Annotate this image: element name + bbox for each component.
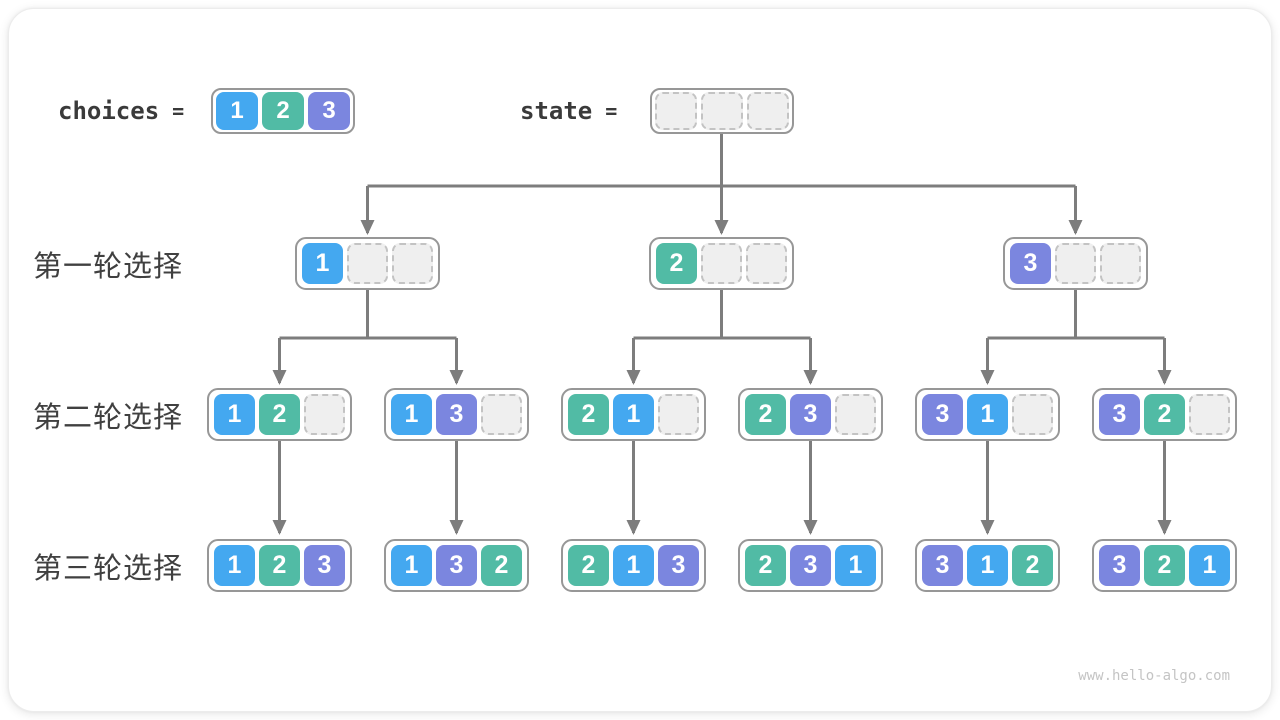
state-node: 2 bbox=[649, 237, 794, 290]
value-cell-2: 2 bbox=[1012, 545, 1053, 586]
value-cell-1: 1 bbox=[391, 545, 432, 586]
value-cell-1: 1 bbox=[613, 545, 654, 586]
value-cell-1: 1 bbox=[391, 394, 432, 435]
choices-label-group: choices = bbox=[58, 88, 184, 134]
value-cell-2: 2 bbox=[481, 545, 522, 586]
empty-cell bbox=[1055, 243, 1096, 284]
value-cell-1: 1 bbox=[967, 394, 1008, 435]
value-cell-3: 3 bbox=[436, 394, 477, 435]
value-cell-2: 2 bbox=[262, 92, 304, 130]
value-cell-3: 3 bbox=[304, 545, 345, 586]
row-label-round-2: 第二轮选择 bbox=[33, 402, 184, 434]
value-cell-2: 2 bbox=[568, 545, 609, 586]
value-cell-3: 3 bbox=[922, 545, 963, 586]
value-cell-2: 2 bbox=[568, 394, 609, 435]
value-cell-1: 1 bbox=[835, 545, 876, 586]
value-cell-3: 3 bbox=[658, 545, 699, 586]
empty-cell bbox=[701, 243, 742, 284]
value-cell-2: 2 bbox=[259, 394, 300, 435]
choices-label: choices bbox=[58, 97, 160, 125]
value-cell-3: 3 bbox=[308, 92, 350, 130]
value-cell-2: 2 bbox=[745, 545, 786, 586]
empty-cell bbox=[1012, 394, 1053, 435]
state-equals-sign: = bbox=[605, 99, 618, 123]
value-cell-1: 1 bbox=[302, 243, 343, 284]
value-cell-3: 3 bbox=[1010, 243, 1051, 284]
value-cell-2: 2 bbox=[259, 545, 300, 586]
value-cell-1: 1 bbox=[214, 545, 255, 586]
empty-cell bbox=[481, 394, 522, 435]
value-cell-3: 3 bbox=[436, 545, 477, 586]
state-label: state bbox=[520, 97, 593, 125]
empty-cell bbox=[1189, 394, 1230, 435]
value-cell-2: 2 bbox=[745, 394, 786, 435]
empty-cell bbox=[701, 92, 743, 130]
empty-cell bbox=[392, 243, 433, 284]
watermark: www.hello-algo.com bbox=[1078, 668, 1230, 684]
empty-cell bbox=[347, 243, 388, 284]
value-cell-1: 1 bbox=[613, 394, 654, 435]
state-label-group: state = bbox=[520, 88, 617, 134]
state-array bbox=[650, 88, 794, 134]
value-cell-2: 2 bbox=[1144, 545, 1185, 586]
value-cell-1: 1 bbox=[214, 394, 255, 435]
empty-cell bbox=[658, 394, 699, 435]
value-cell-3: 3 bbox=[790, 394, 831, 435]
empty-cell bbox=[746, 243, 787, 284]
empty-cell bbox=[304, 394, 345, 435]
choices-equals-sign: = bbox=[172, 99, 185, 123]
value-cell-1: 1 bbox=[216, 92, 258, 130]
value-cell-3: 3 bbox=[922, 394, 963, 435]
empty-cell bbox=[835, 394, 876, 435]
value-cell-1: 1 bbox=[967, 545, 1008, 586]
value-cell-3: 3 bbox=[1099, 545, 1140, 586]
row-label-round-3: 第三轮选择 bbox=[33, 553, 184, 585]
value-cell-3: 3 bbox=[790, 545, 831, 586]
state-node: 1 bbox=[295, 237, 440, 290]
value-cell-2: 2 bbox=[656, 243, 697, 284]
row-label-round-1: 第一轮选择 bbox=[33, 251, 184, 283]
empty-cell bbox=[655, 92, 697, 130]
empty-cell bbox=[747, 92, 789, 130]
value-cell-2: 2 bbox=[1144, 394, 1185, 435]
empty-cell bbox=[1100, 243, 1141, 284]
state-node: 3 bbox=[1003, 237, 1148, 290]
value-cell-3: 3 bbox=[1099, 394, 1140, 435]
value-cell-1: 1 bbox=[1189, 545, 1230, 586]
